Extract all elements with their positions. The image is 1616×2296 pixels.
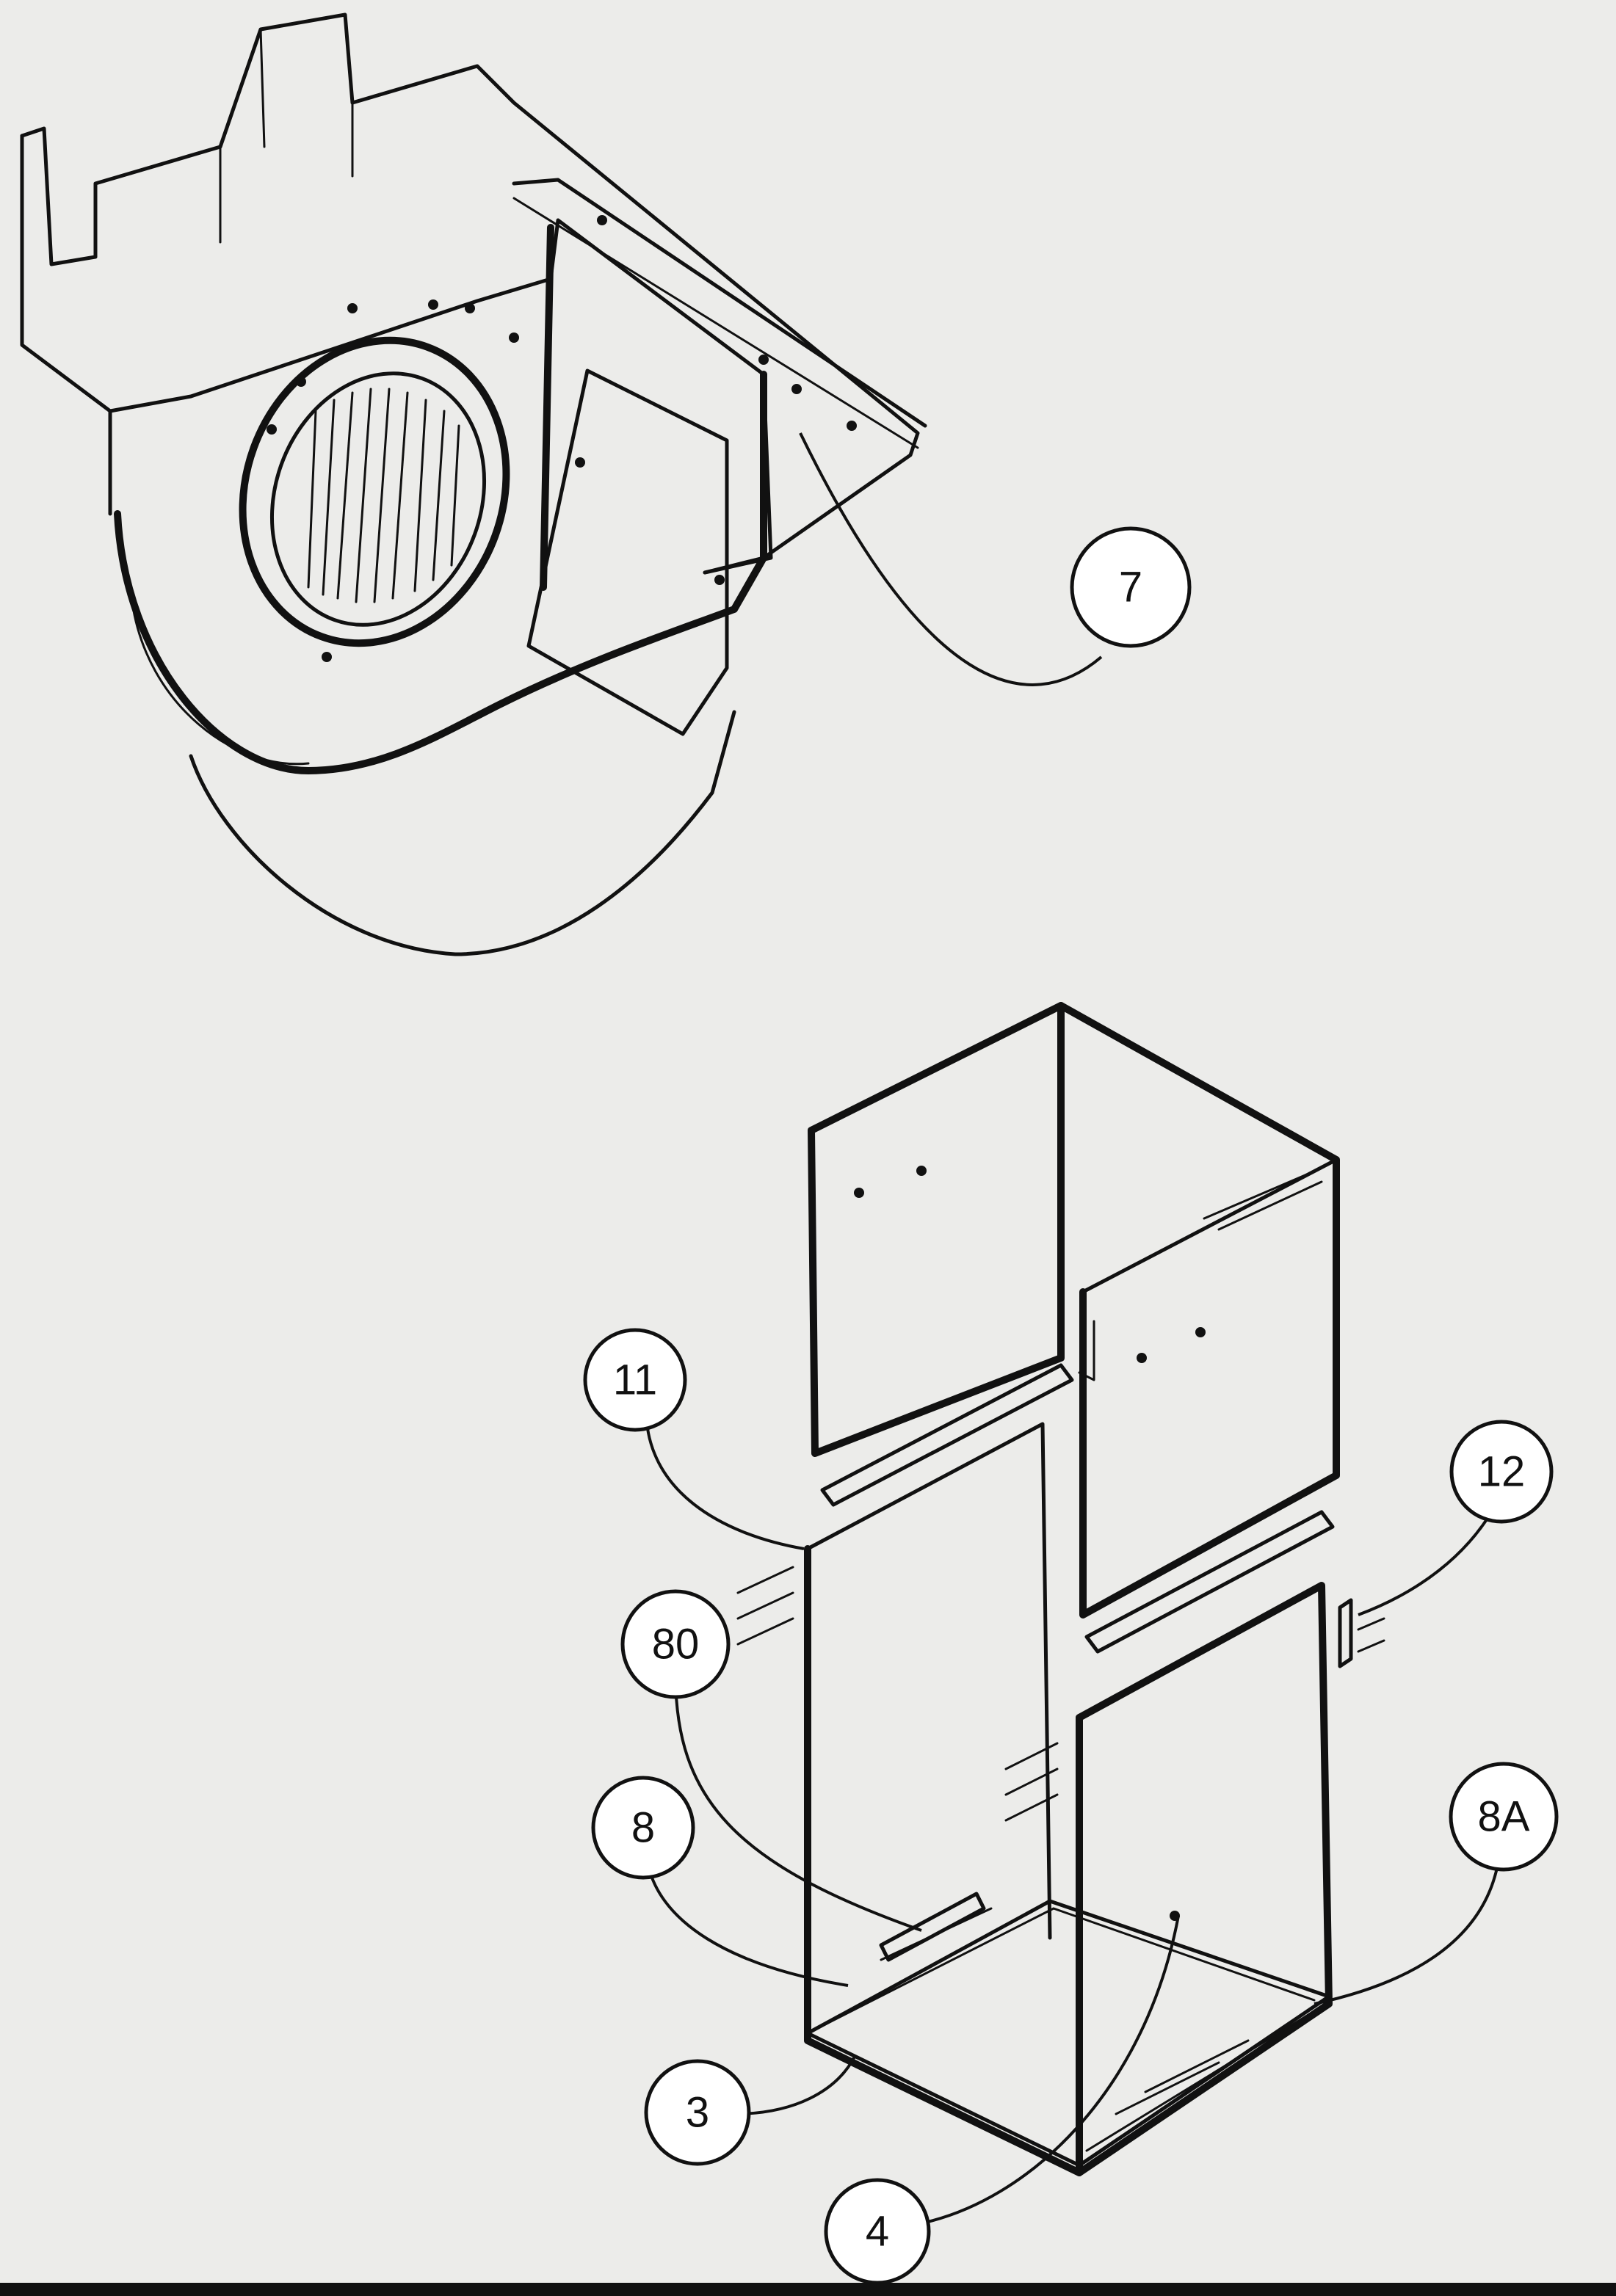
cabinet-assembly — [736, 1002, 1385, 2176]
leader-7 — [799, 432, 1103, 686]
callout-80: 80 — [620, 1589, 731, 1699]
bracket-12 — [1338, 1598, 1353, 1668]
callout-11: 11 — [583, 1328, 687, 1432]
svg-text:8: 8 — [631, 1804, 655, 1852]
blower-mounting-rail — [512, 178, 927, 428]
blower-housing-face — [108, 218, 773, 575]
blower-inlet-ring — [239, 336, 510, 647]
bottom-cabinet-back-edge — [805, 1422, 1052, 1940]
leader-lines — [645, 432, 1499, 2226]
svg-text:3: 3 — [686, 2089, 709, 2137]
leader-12 — [1358, 1500, 1499, 1616]
svg-text:11: 11 — [613, 1356, 657, 1404]
callout-8A: 8A — [1449, 1762, 1559, 1872]
blower-wheel — [307, 388, 460, 603]
page-bottom-border — [0, 2283, 1616, 2296]
callout-8: 8 — [591, 1776, 695, 1880]
svg-text:7: 7 — [1119, 564, 1142, 611]
blower-side-panel — [20, 134, 112, 516]
top-cabinet-right-panel — [1057, 1002, 1340, 1619]
callout-3: 3 — [644, 2059, 751, 2166]
blower-scroll — [114, 510, 767, 774]
leader-8A — [1314, 1864, 1499, 2005]
leader-3 — [733, 2055, 857, 2115]
top-cabinet-left-panel — [808, 1002, 1065, 1457]
callout-7: 7 — [1070, 526, 1192, 648]
bottom-cabinet-front-edge — [1076, 1582, 1333, 2176]
mid-rail-left — [820, 1363, 1074, 1507]
leader-80 — [674, 1673, 922, 1932]
svg-text:12: 12 — [1478, 1448, 1526, 1496]
svg-text:80: 80 — [652, 1621, 700, 1668]
callout-4: 4 — [824, 2178, 931, 2285]
leader-8 — [645, 1853, 849, 1987]
leader-4 — [917, 1915, 1180, 2226]
leader-11 — [645, 1409, 805, 1550]
bottom-cabinet-left-edge — [804, 1545, 1083, 2176]
mid-rail-right — [1084, 1510, 1335, 1654]
blower-assembly — [20, 12, 927, 956]
svg-text:4: 4 — [866, 2208, 889, 2256]
screws — [736, 1566, 1385, 1822]
callout-12: 12 — [1449, 1420, 1554, 1524]
bottom-cabinet-base-tray — [805, 1899, 1331, 2168]
blower-access-panel — [526, 368, 729, 736]
svg-text:8A: 8A — [1478, 1793, 1530, 1841]
blower-top-duct — [20, 12, 920, 575]
